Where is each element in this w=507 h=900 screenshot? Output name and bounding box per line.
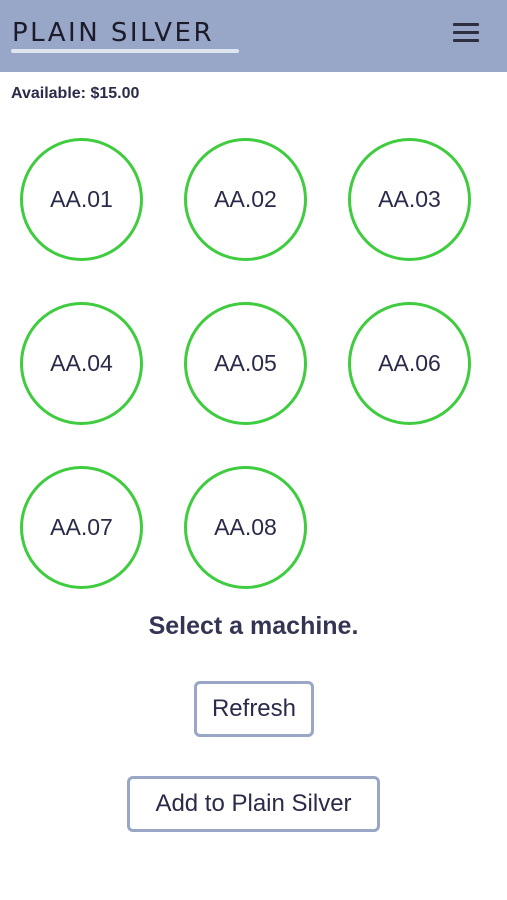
machine-button-aa05[interactable]: AA.05 (184, 302, 307, 425)
menu-bar (453, 31, 479, 34)
machine-button-aa02[interactable]: AA.02 (184, 138, 307, 261)
machine-button-aa08[interactable]: AA.08 (184, 466, 307, 589)
machine-button-aa06[interactable]: AA.06 (348, 302, 471, 425)
machine-button-aa07[interactable]: AA.07 (20, 466, 143, 589)
machine-grid: AA.01 AA.02 AA.03 AA.04 AA.05 AA.06 AA.0… (20, 138, 471, 589)
add-to-plain-silver-button[interactable]: Add to Plain Silver (127, 776, 380, 832)
menu-bar (453, 39, 479, 42)
menu-bar (453, 23, 479, 26)
brand-underline (11, 49, 239, 53)
refresh-button[interactable]: Refresh (194, 681, 314, 737)
machine-button-aa04[interactable]: AA.04 (20, 302, 143, 425)
hamburger-menu-icon[interactable] (448, 18, 486, 48)
machine-button-aa01[interactable]: AA.01 (20, 138, 143, 261)
available-balance: Available: $15.00 (11, 85, 140, 102)
brand-logo[interactable]: PLAIN SILVER (12, 18, 215, 48)
machine-button-aa03[interactable]: AA.03 (348, 138, 471, 261)
select-machine-prompt: Select a machine. (148, 612, 359, 640)
app-header: PLAIN SILVER (0, 0, 507, 72)
